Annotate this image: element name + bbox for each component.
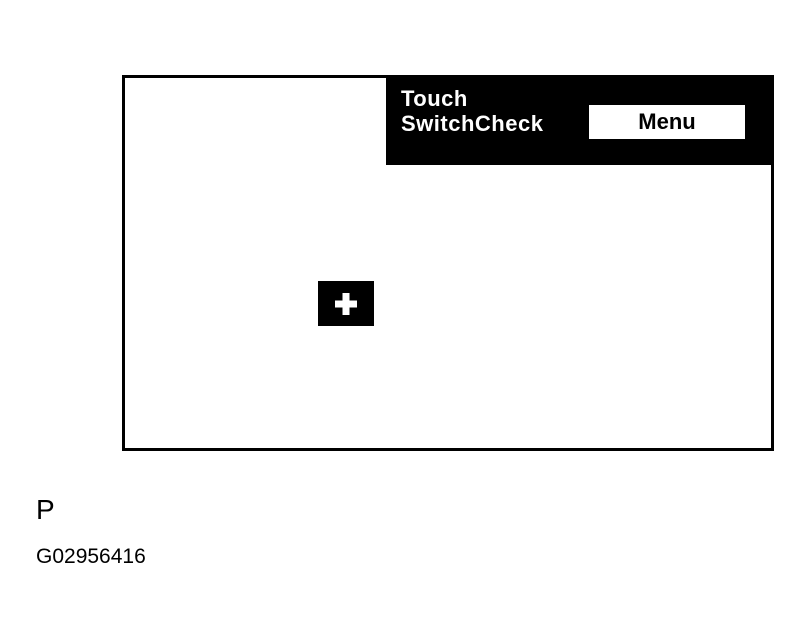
- screen-title: Touch SwitchCheck: [401, 86, 543, 136]
- crosshair-plus-icon: [335, 293, 357, 315]
- figure-id: G02956416: [36, 545, 146, 568]
- screen-header: Touch SwitchCheck Menu: [386, 78, 771, 165]
- touch-target[interactable]: [318, 281, 374, 326]
- screen-title-line-2: SwitchCheck: [401, 111, 544, 136]
- screen-title-line-1: Touch: [401, 86, 468, 111]
- touch-screen[interactable]: Touch SwitchCheck Menu: [122, 75, 774, 451]
- menu-button[interactable]: Menu: [589, 105, 745, 139]
- caption-label: P: [36, 494, 55, 525]
